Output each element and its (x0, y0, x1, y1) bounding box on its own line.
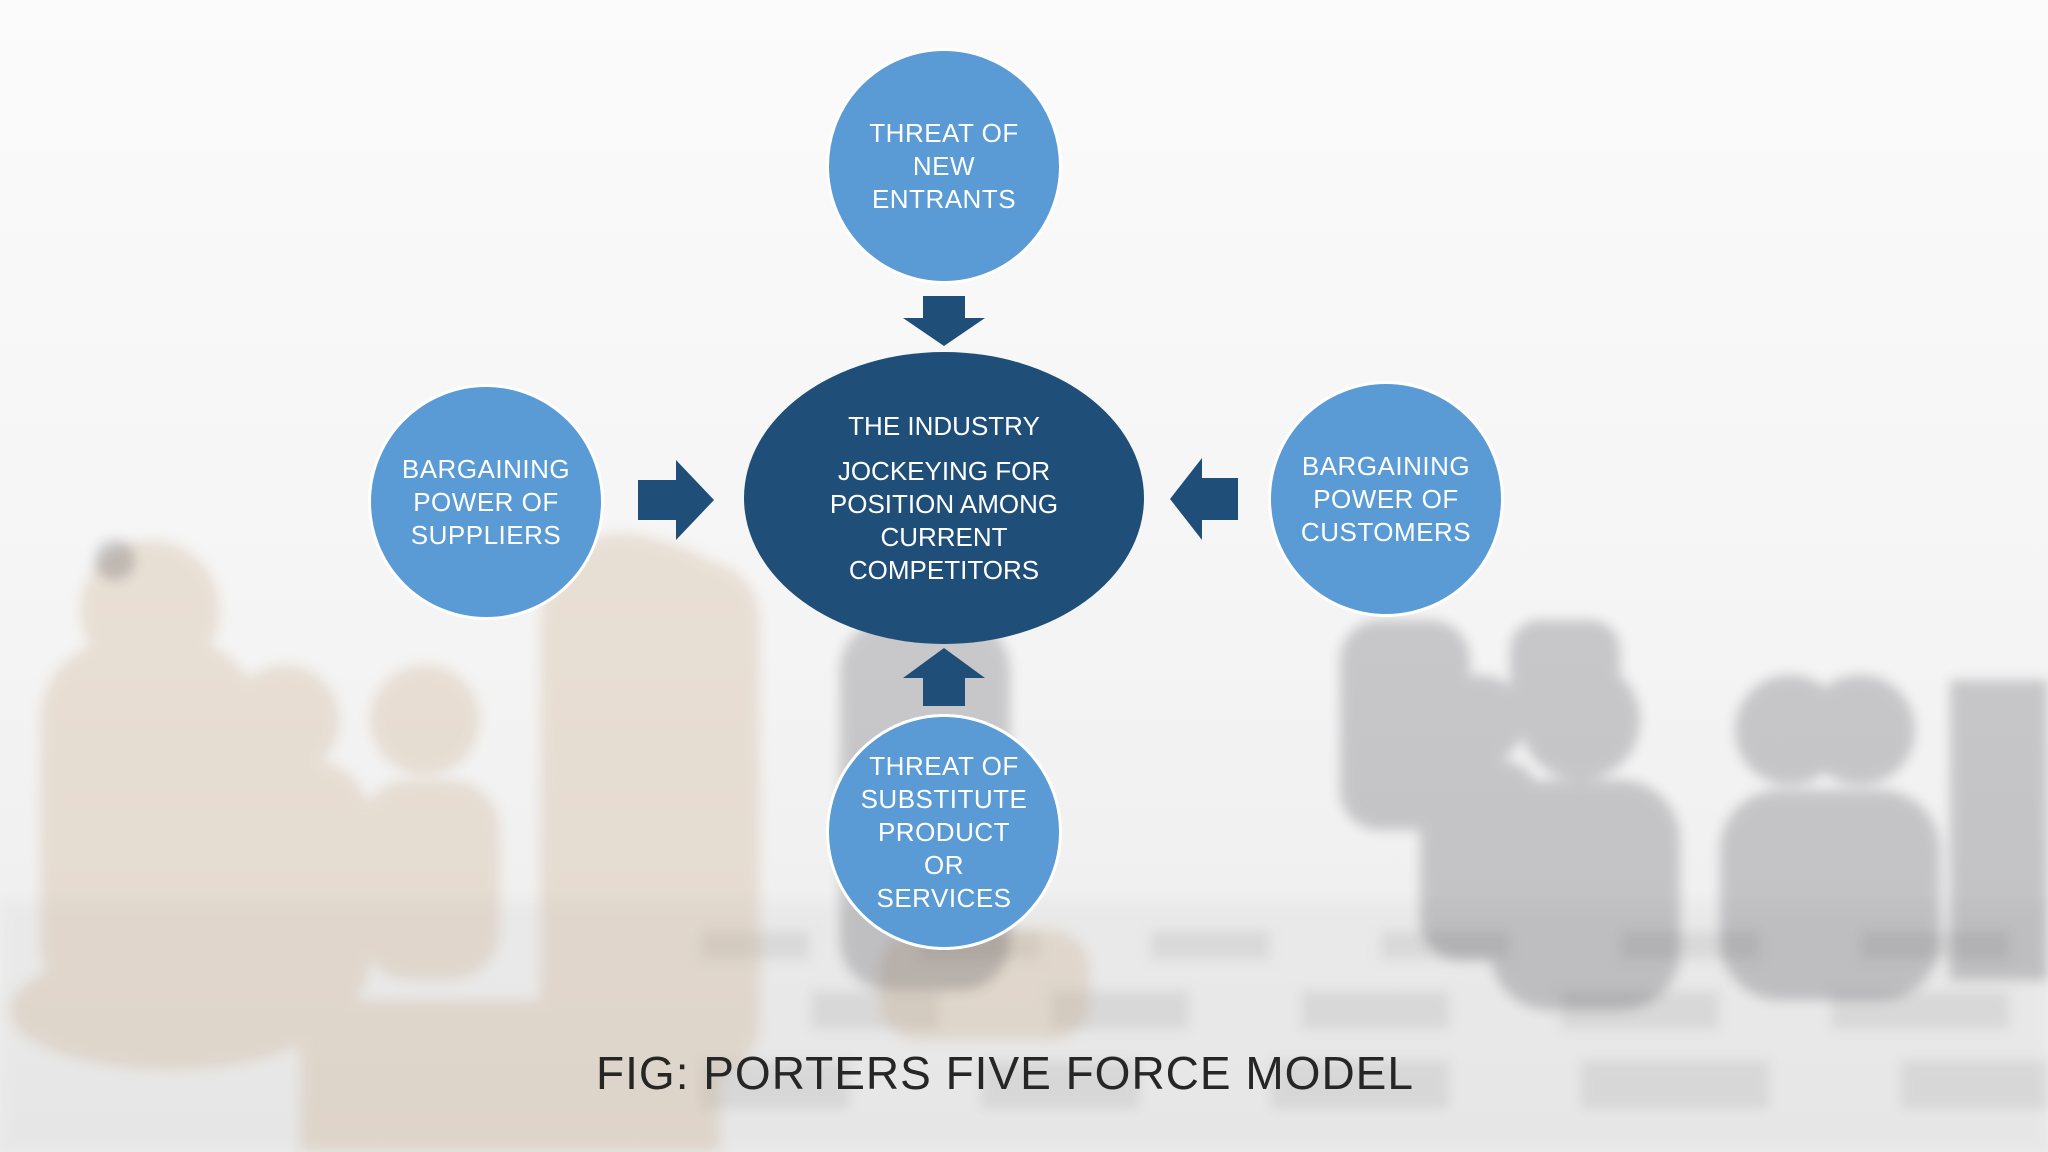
industry-title: THE INDUSTRY (848, 410, 1040, 441)
threat-of-substitutes-label: THREAT OF SUBSTITUTE PRODUCT OR SERVICES (860, 750, 1028, 913)
industry-description: JOCKEYING FOR POSITION AMONG CURRENT COM… (829, 455, 1059, 585)
bargaining-power-of-suppliers-node: BARGAINING POWER OF SUPPLIERS (368, 384, 604, 620)
arrow-left-icon (1170, 458, 1238, 540)
threat-of-substitutes-node: THREAT OF SUBSTITUTE PRODUCT OR SERVICES (826, 714, 1062, 950)
industry-rivalry-node: THE INDUSTRY JOCKEYING FOR POSITION AMON… (744, 352, 1144, 644)
arrow-up-icon (903, 648, 985, 706)
bargaining-power-of-customers-node: BARGAINING POWER OF CUSTOMERS (1268, 381, 1504, 617)
threat-of-new-entrants-label: THREAT OF NEW ENTRANTS (869, 117, 1019, 214)
bargaining-power-of-customers-label: BARGAINING POWER OF CUSTOMERS (1300, 450, 1472, 547)
arrow-down-icon (903, 296, 985, 346)
threat-of-new-entrants-node: THREAT OF NEW ENTRANTS (826, 48, 1062, 284)
arrow-right-icon (638, 460, 714, 540)
bargaining-power-of-suppliers-label: BARGAINING POWER OF SUPPLIERS (401, 453, 571, 550)
figure-caption: FIG: PORTERS FIVE FORCE MODEL (596, 1047, 1414, 1099)
